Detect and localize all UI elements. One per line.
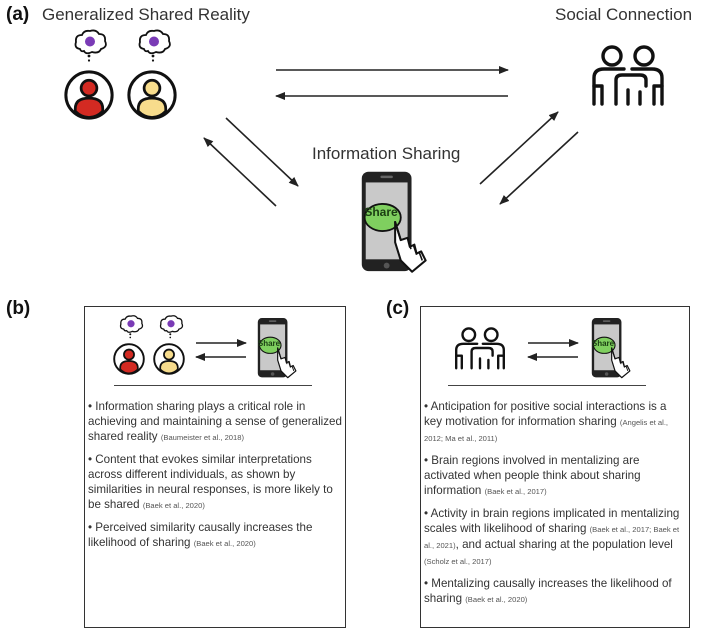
label-social-connection: Social Connection <box>555 5 693 24</box>
panel-b-bullets: • Information sharing plays a critical r… <box>88 399 342 558</box>
panel-c-bullets: • Anticipation for positive social inter… <box>424 399 686 614</box>
panel-b-bullet: • Information sharing plays a critical r… <box>88 400 342 443</box>
share-button-label: Share <box>591 339 615 348</box>
arrow-up-left-1 <box>203 137 277 207</box>
panel-b-bullet: • Perceived similarity causally increase… <box>88 521 313 549</box>
panel-b-letter: (b) <box>6 298 31 319</box>
label-generalized-shared-reality: Generalized Shared Reality <box>42 5 250 24</box>
arrow-up-right-1 <box>479 111 559 185</box>
panel-c-divider <box>448 385 646 387</box>
panel-c-letter: (c) <box>386 298 410 319</box>
panel-a-letter: (a) <box>6 4 30 25</box>
arrows-panel-b <box>195 339 247 361</box>
panel-c-bullet: • Mentalizing causally increases the lik… <box>424 577 672 605</box>
arrows-panel-a <box>203 66 579 207</box>
arrows-panel-c <box>527 339 579 361</box>
label-information-sharing: Information Sharing <box>312 144 461 163</box>
panel-b-divider <box>114 385 312 387</box>
panel-c-box <box>420 306 690 628</box>
arrow-down-right-1 <box>499 131 579 205</box>
panel-b-bullet: • Content that evokes similar interpreta… <box>88 453 333 511</box>
share-button-label: Share <box>364 205 398 219</box>
share-button-label: Share <box>257 339 281 348</box>
arrow-down-left-1 <box>225 117 299 187</box>
panel-c-bullet: • Anticipation for positive social inter… <box>424 400 669 443</box>
panel-c-bullet: • Activity in brain regions implicated i… <box>424 507 680 566</box>
panel-c-bullet: • Brain regions involved in mentalizing … <box>424 454 641 497</box>
